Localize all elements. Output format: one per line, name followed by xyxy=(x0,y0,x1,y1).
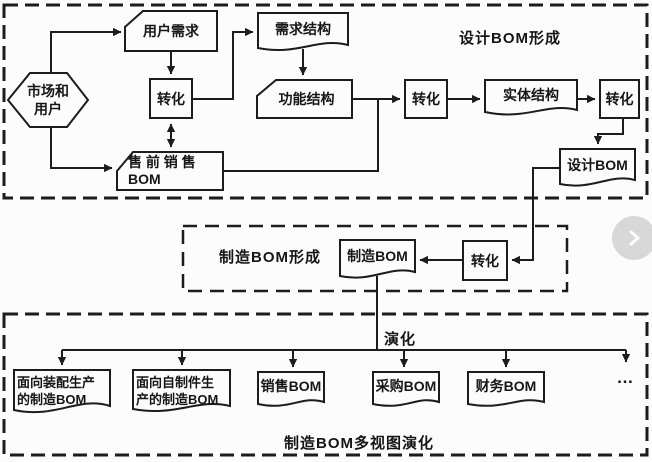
edge-market-to-presales xyxy=(50,127,113,173)
function-structure-shape xyxy=(256,79,353,119)
transform3-box xyxy=(599,79,640,119)
next-button[interactable] xyxy=(612,216,652,260)
edge-transform1-to-reqstruct xyxy=(192,27,254,100)
connectors xyxy=(50,27,631,368)
transform1-box xyxy=(149,78,193,119)
multiview-section-box xyxy=(2,312,649,457)
market-users-hexagon xyxy=(6,72,90,128)
edge-designbom-to-transform4 xyxy=(511,167,560,265)
edge-presales-join xyxy=(223,99,379,172)
design-section-box xyxy=(2,3,649,200)
edge-transform3-to-designbom xyxy=(593,118,624,145)
user-requirements-shape xyxy=(124,10,218,52)
transform4-box xyxy=(462,240,508,281)
design-bom-doc xyxy=(559,148,636,187)
manufacturing-bom-doc xyxy=(339,239,416,279)
chevron-right-icon xyxy=(629,230,640,246)
finance-bom-doc xyxy=(467,371,545,407)
purchase-bom-doc xyxy=(372,371,440,407)
edge-market-to-userreq xyxy=(50,27,122,73)
transform2-box xyxy=(404,79,448,119)
assembly-bom-doc xyxy=(13,369,111,414)
sales-bom-doc xyxy=(257,371,325,407)
presales-bom-shape xyxy=(116,151,224,191)
entity-structure-doc xyxy=(484,79,578,116)
manufacture-section-box xyxy=(181,224,569,293)
selfmade-bom-doc xyxy=(132,369,231,413)
requirement-structure-doc xyxy=(257,12,349,51)
